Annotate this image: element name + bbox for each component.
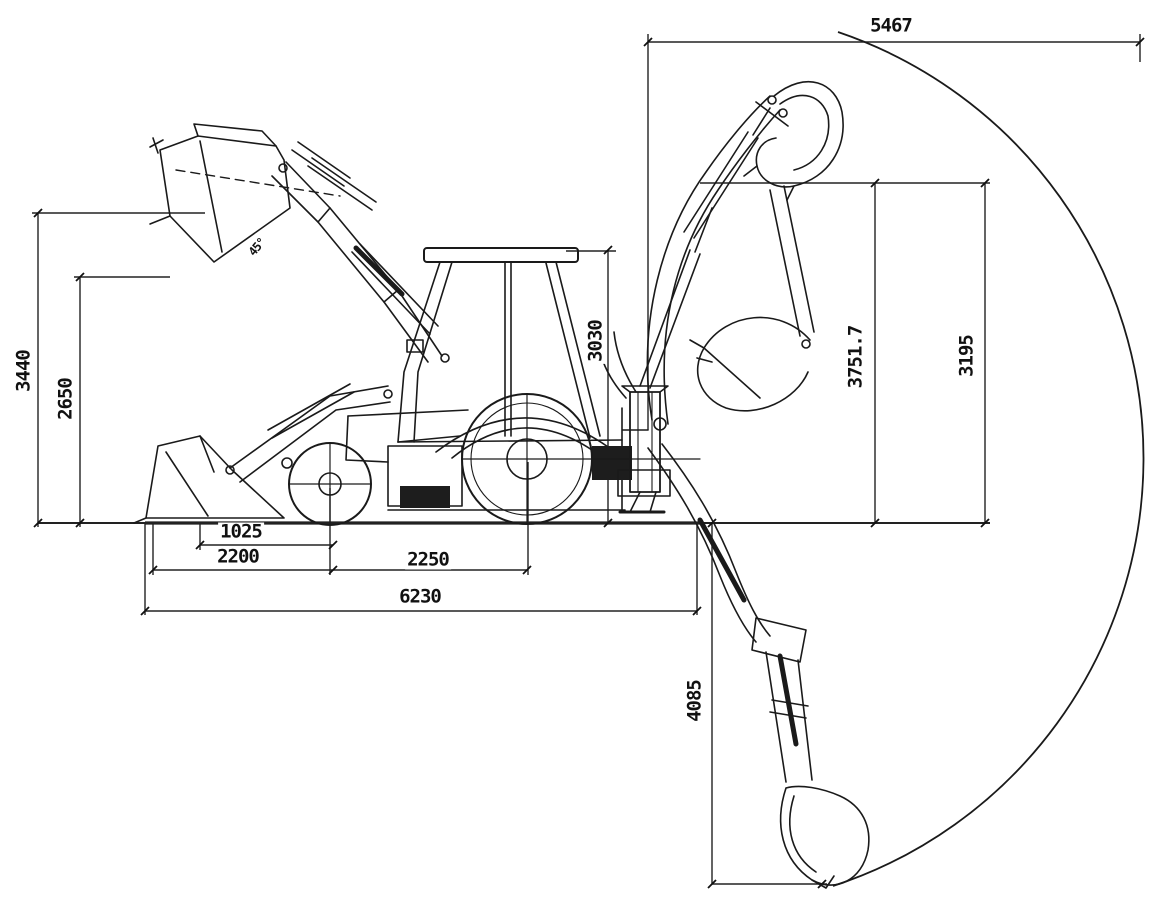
- machine-drawing: [133, 80, 870, 889]
- dimension-label-3030: 3030: [584, 318, 607, 364]
- dimension-label-3195: 3195: [955, 333, 978, 379]
- front-loader-lowered: [133, 383, 393, 524]
- backhoe-dipper-mid-position: [689, 185, 815, 412]
- dimension-label-2200: 2200: [215, 545, 261, 568]
- backhoe-boom-raised: [639, 80, 844, 431]
- tractor-body: [288, 247, 701, 526]
- dimension-label-2650: 2650: [54, 376, 77, 422]
- backhoe-kingpost: [597, 331, 671, 514]
- dimension-label-2250: 2250: [405, 548, 451, 571]
- dimension-label-5467: 5467: [868, 14, 914, 37]
- backhoe-arm-lowered: [647, 443, 870, 889]
- dimension-label-3751-7: 3751.7: [844, 323, 867, 391]
- dimension-label-4085: 4085: [683, 678, 706, 724]
- dimension-label-1025: 1025: [218, 520, 264, 543]
- front-loader-raised: [149, 123, 450, 363]
- dimension-label-3440: 3440: [12, 348, 35, 394]
- dimension-end-ticks: [33, 37, 1145, 889]
- dimension-label-6230: 6230: [397, 585, 443, 608]
- swing-envelope-arc: [832, 31, 1145, 887]
